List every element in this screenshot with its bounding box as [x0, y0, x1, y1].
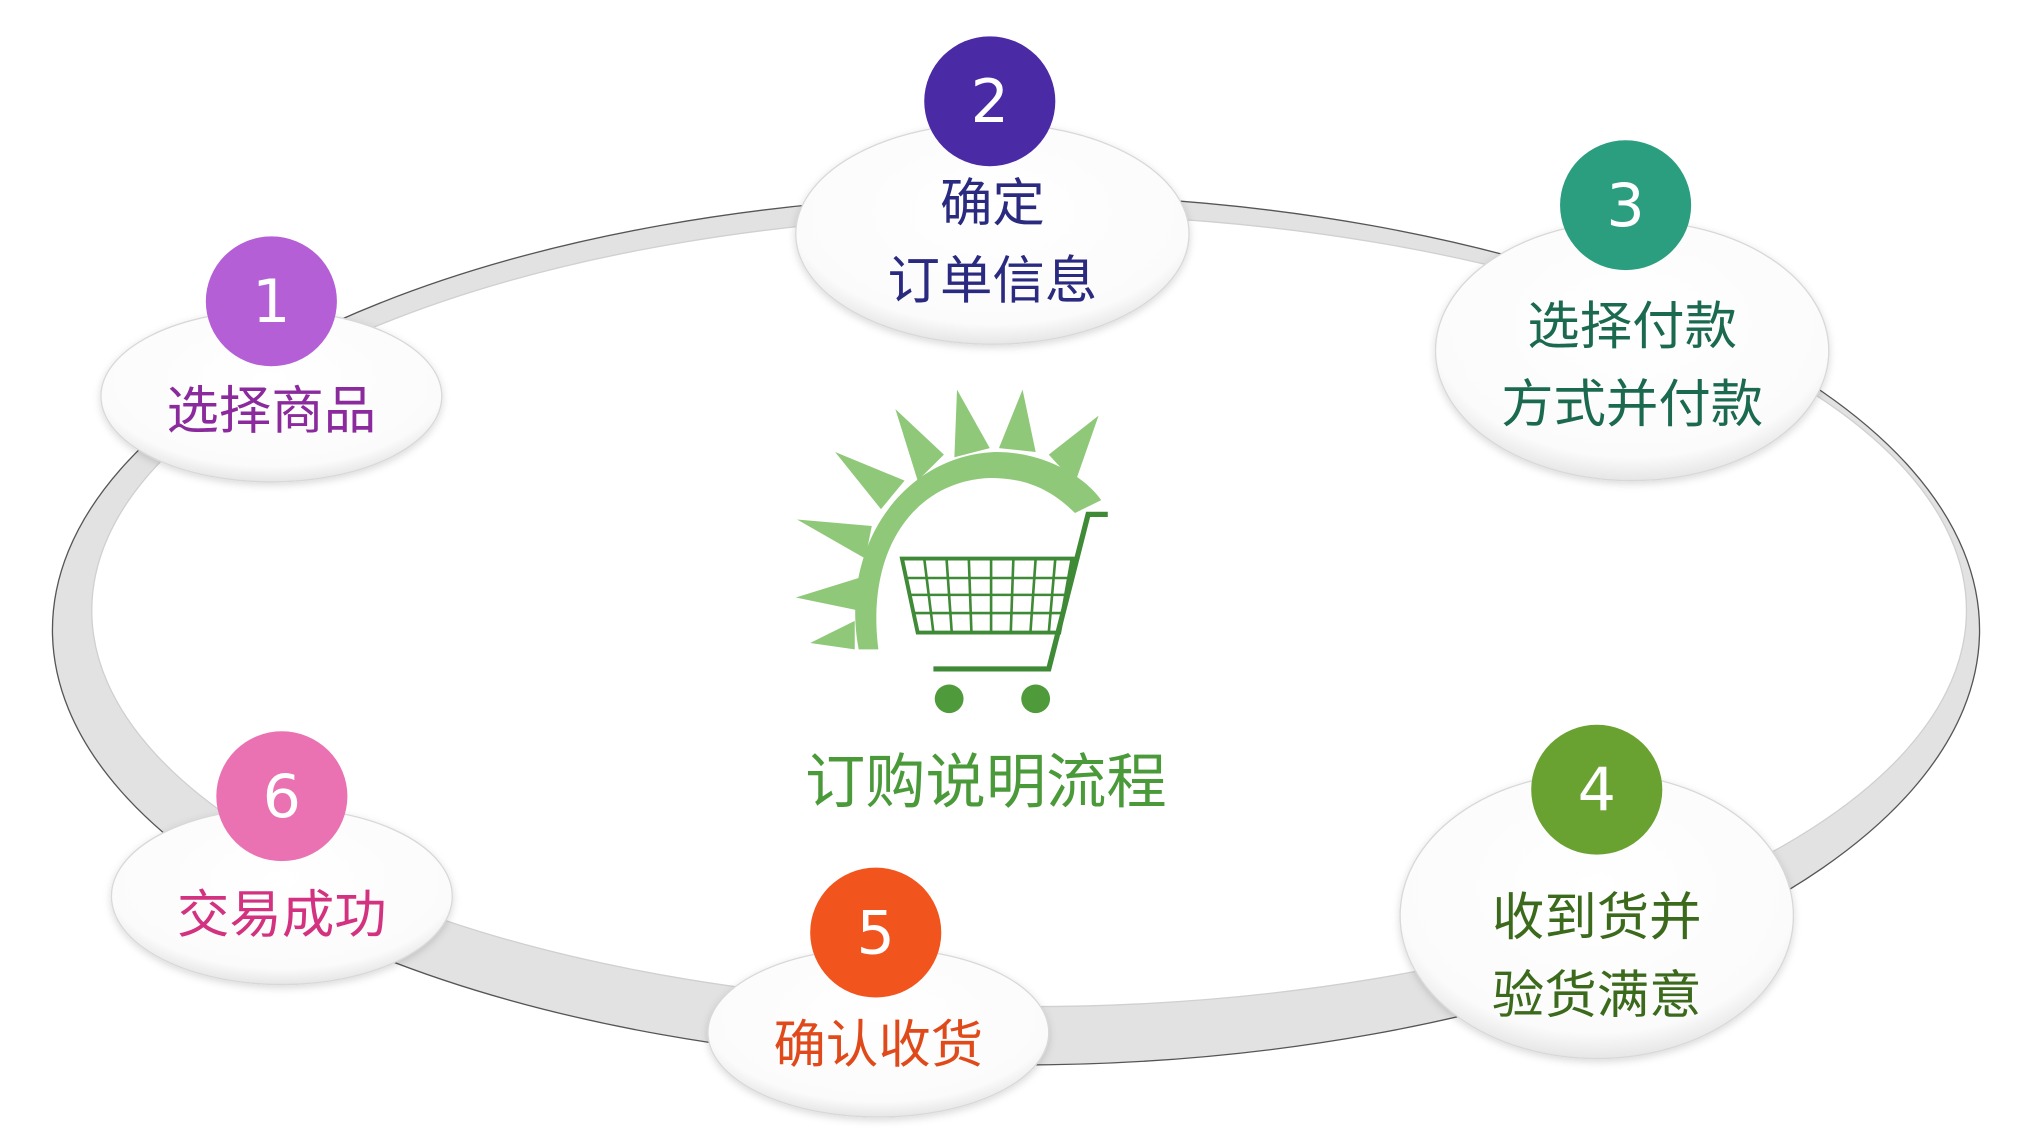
- step-number: 1: [252, 267, 290, 337]
- step-label: 订单信息: [888, 252, 1098, 312]
- step-label: 交易成功: [177, 886, 387, 946]
- step-label: 选择商品: [167, 382, 377, 442]
- step-number-badge: [1531, 724, 1663, 855]
- step-number-badge: [216, 731, 348, 862]
- step-label: 选择付款: [1527, 297, 1737, 357]
- step-number-badge: [205, 236, 337, 367]
- step-1: 1 选择商品: [100, 236, 443, 483]
- step-5: 5 确认收货: [707, 867, 1050, 1118]
- step-6: 6 交易成功: [110, 731, 453, 986]
- shopping-cart-icon: [795, 389, 1108, 714]
- step-label: 验货满意: [1492, 966, 1702, 1026]
- step-label: 方式并付款: [1501, 375, 1763, 435]
- step-label: 确认收货: [773, 1016, 983, 1076]
- step-number-badge: [810, 867, 942, 998]
- step-number-badge: [924, 36, 1056, 167]
- step-number: 2: [971, 67, 1009, 137]
- step-number: 3: [1606, 171, 1644, 241]
- step-number: 6: [263, 762, 301, 832]
- step-label: 收到货并: [1492, 888, 1702, 948]
- step-number-badge: [1560, 140, 1692, 271]
- diagram-title: 订购说明流程: [805, 748, 1167, 818]
- step-label: 确定: [940, 174, 1045, 234]
- step-number: 5: [857, 899, 895, 969]
- step-number: 4: [1578, 756, 1616, 826]
- sunburst-icon: [795, 389, 1102, 650]
